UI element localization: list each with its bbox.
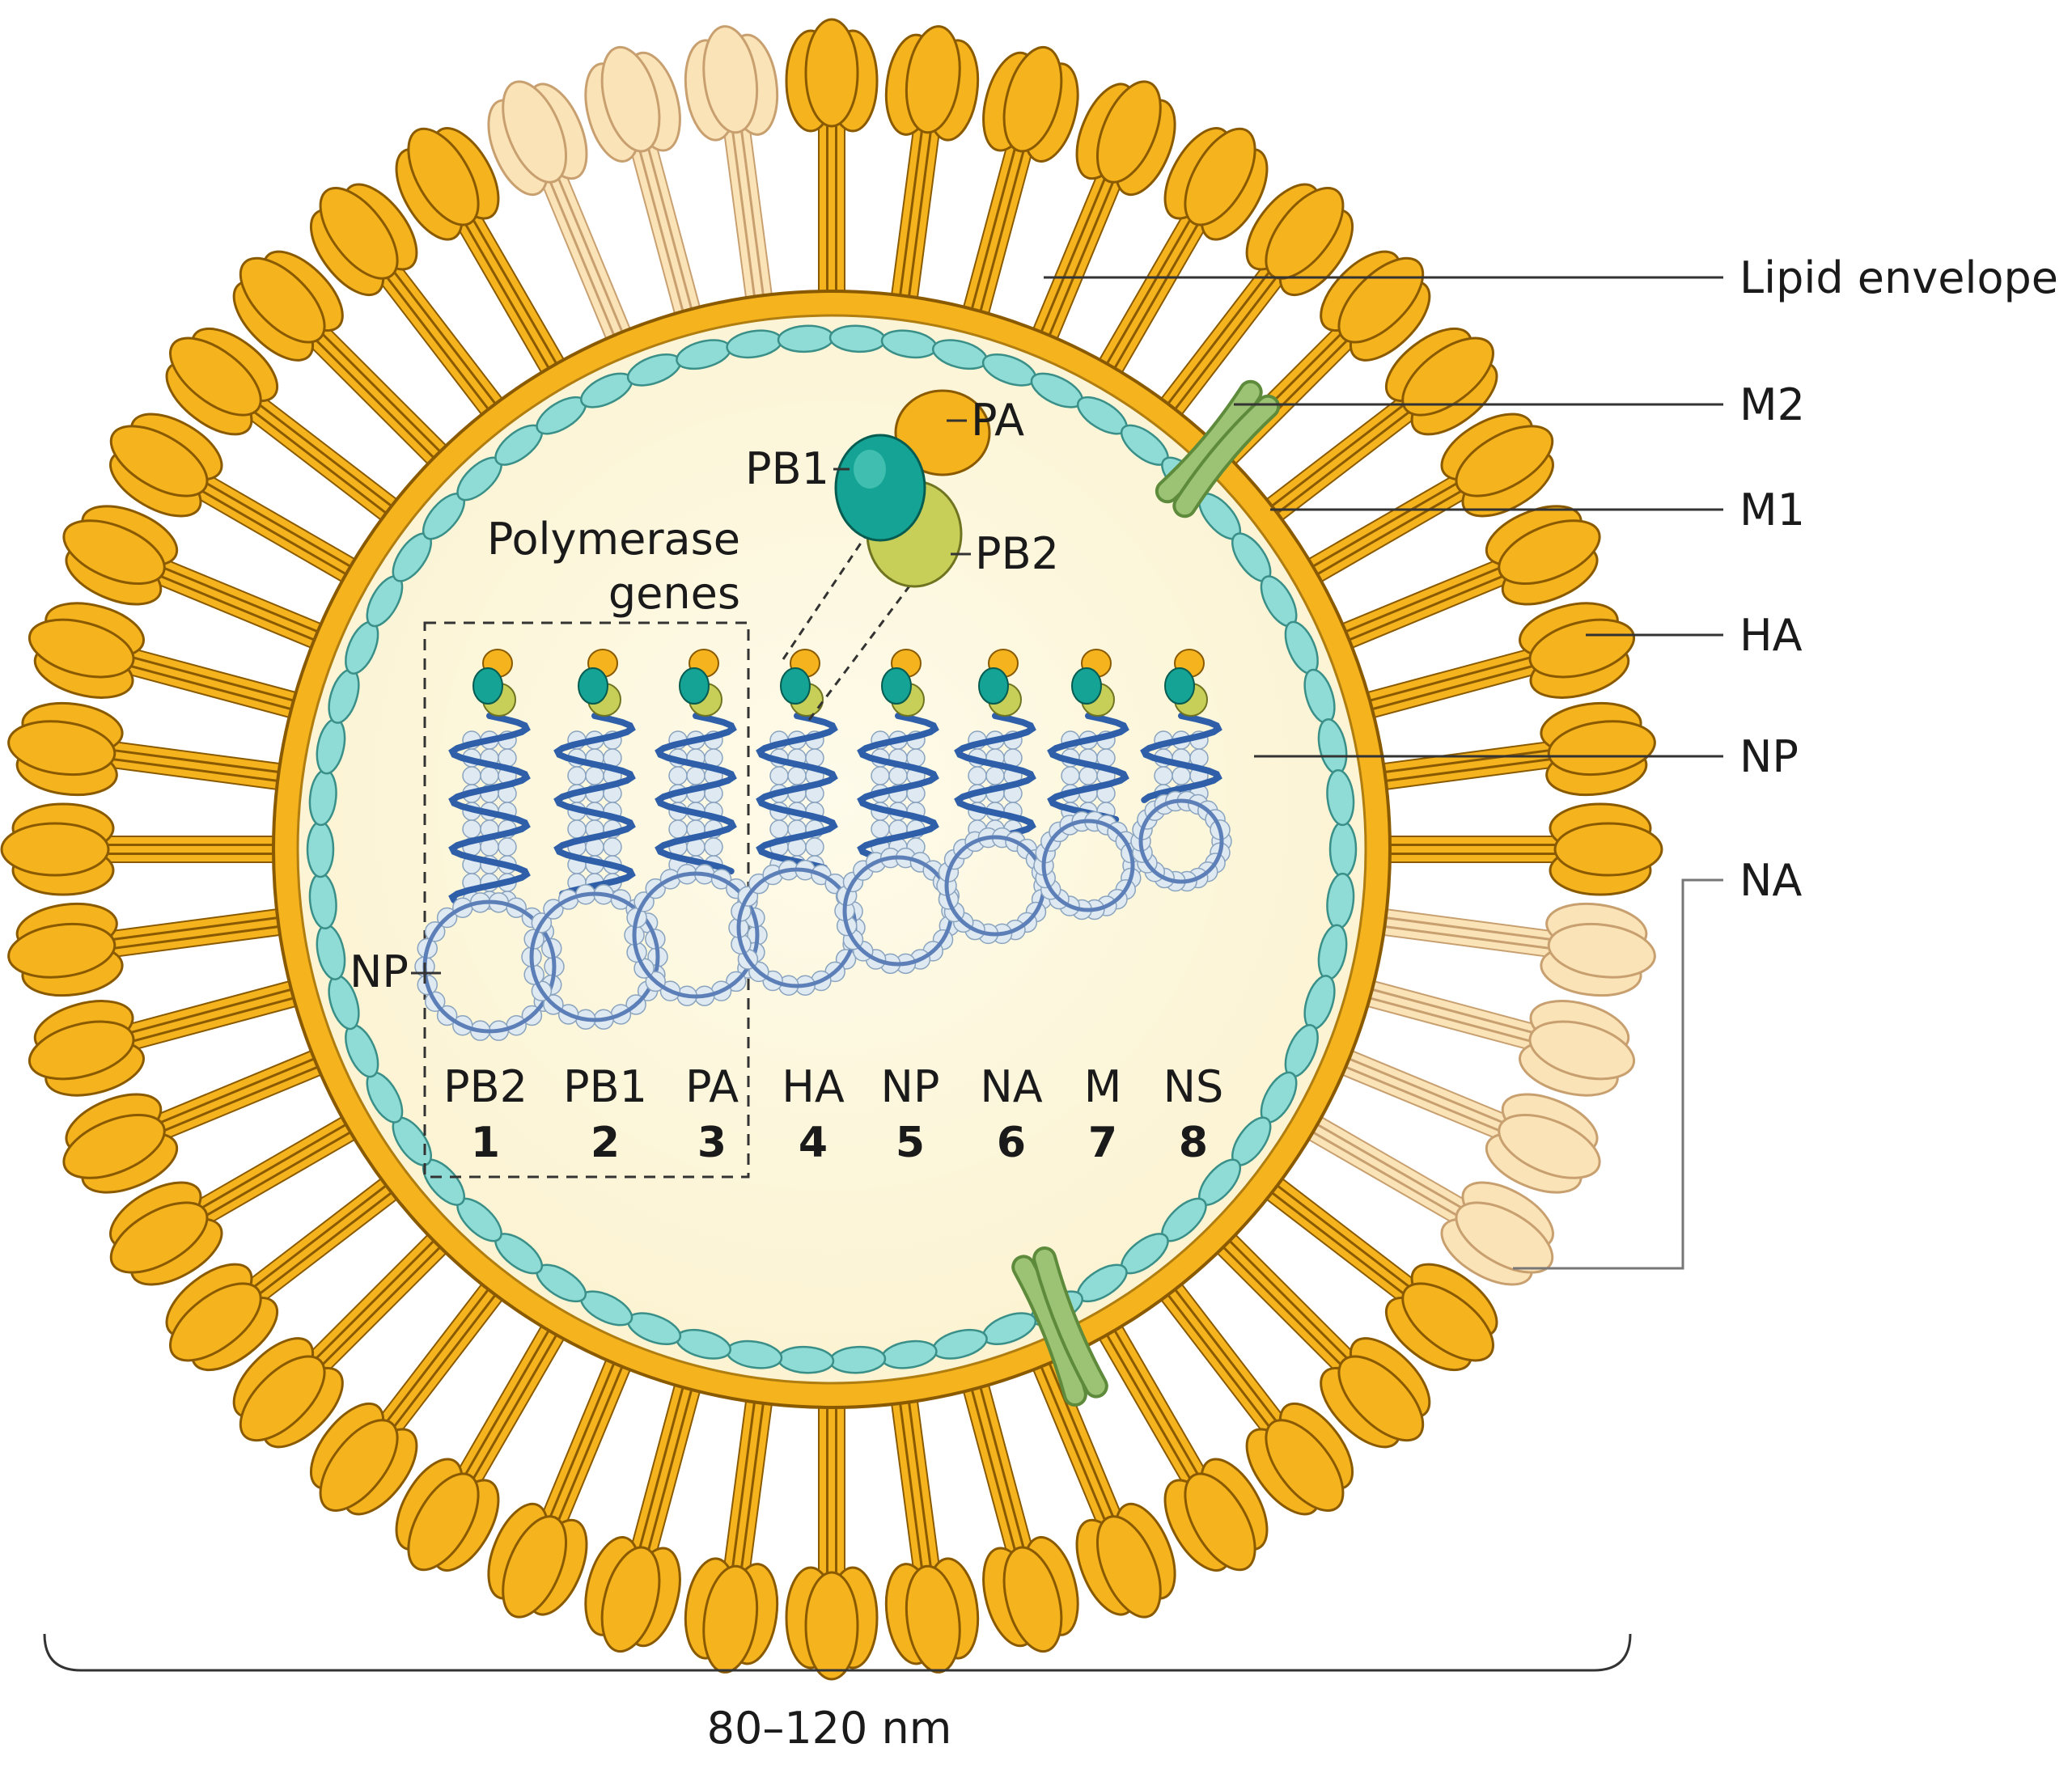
ha-spike — [232, 250, 473, 491]
segment-number-label: 5 — [896, 1119, 925, 1167]
segment-number-label: 1 — [471, 1119, 500, 1167]
ha-spike — [953, 45, 1079, 350]
segment-name-label: NP — [881, 1061, 940, 1112]
ha-spike — [165, 327, 427, 544]
ha-spike — [1307, 505, 1601, 663]
m1-label: M1 — [1739, 485, 1805, 535]
rnp-segments — [414, 649, 1232, 1041]
ha-spike — [1080, 127, 1269, 405]
np-left-label: NP — [350, 946, 409, 997]
segment-name-label: NA — [980, 1061, 1042, 1112]
m1-protein — [1328, 820, 1358, 878]
rnp-segment — [521, 649, 668, 1030]
na-spike — [1276, 1098, 1554, 1286]
ha-spike — [109, 413, 388, 601]
rnp-segment — [414, 649, 565, 1041]
ha-label: HA — [1739, 610, 1803, 661]
ha-spike — [1080, 1293, 1269, 1572]
segment-labels: PB2 1 PB1 2 PA 3 HA 4 NP 5 NA 6 M 7 NS 8 — [443, 1061, 1223, 1167]
ha-spike — [1138, 183, 1354, 445]
rnp-segment — [834, 649, 962, 975]
na-spike — [487, 80, 646, 374]
ha-spike — [0, 802, 311, 896]
segment-name-label: PA — [685, 1061, 739, 1112]
ha-spike — [785, 1370, 879, 1681]
polymerase-complex: PA PB1 PB2 — [745, 389, 1059, 721]
m1-protein — [1326, 768, 1355, 827]
ha-spike — [684, 1364, 779, 1674]
virion-interior — [296, 314, 1367, 1385]
ha-spike — [165, 1155, 427, 1372]
pa-subunit — [894, 389, 991, 476]
ha-spike — [1236, 1155, 1498, 1372]
ha-spike — [232, 1208, 473, 1449]
polymerase-label-line1: Polymerase — [487, 514, 740, 565]
m2-channel-bottom — [1011, 1246, 1108, 1407]
segment-name-label: HA — [782, 1061, 845, 1112]
ha-spike — [1018, 80, 1176, 374]
segment-number-label: 2 — [591, 1119, 620, 1167]
m1-protein — [306, 820, 335, 878]
na-spike — [1331, 971, 1636, 1097]
ha-spike — [1353, 802, 1663, 896]
rnp-segment — [1033, 649, 1143, 920]
ha-spike — [62, 1035, 356, 1194]
na-spike — [584, 45, 710, 350]
m1-matrix-layer — [306, 324, 1358, 1374]
ha-spike — [28, 602, 333, 728]
na-label: NA — [1739, 855, 1802, 906]
segment-name-label: NS — [1163, 1061, 1224, 1112]
na-spike — [1307, 1035, 1601, 1194]
ha-spike — [109, 1098, 388, 1286]
segment-number-label: 7 — [1088, 1119, 1117, 1167]
ha-spike — [1276, 413, 1554, 601]
ha-spike — [884, 25, 980, 335]
lipid-envelope-label: Lipid envelope — [1739, 252, 2058, 303]
surface-glycoproteins — [0, 18, 1663, 1681]
rnp-segment — [728, 649, 866, 997]
ha-spike — [309, 183, 526, 445]
ha-spike — [28, 971, 333, 1097]
np-label: NP — [1739, 731, 1799, 782]
segment-name-label: PB2 — [443, 1061, 528, 1112]
na-spike — [684, 25, 779, 335]
pb1-subunit — [834, 434, 926, 542]
ha-spike — [395, 127, 583, 405]
segment-number-label: 3 — [697, 1119, 727, 1167]
ha-spike — [309, 1254, 526, 1516]
rnp-segment — [1130, 649, 1232, 892]
polymerase-genes-box — [423, 621, 750, 1179]
ha-spike — [785, 18, 879, 328]
ha-spike — [7, 701, 317, 797]
segment-number-label: 4 — [799, 1119, 828, 1167]
size-bracket — [43, 1633, 1632, 1672]
segment-name-label: PB1 — [563, 1061, 647, 1112]
ha-spike — [953, 1348, 1079, 1653]
pb2-label: PB2 — [975, 528, 1059, 579]
segment-name-label: M — [1084, 1061, 1122, 1112]
m2-label: M2 — [1739, 379, 1805, 430]
ha-spike — [1331, 602, 1636, 728]
pa-label: PA — [971, 395, 1024, 446]
ha-spike — [584, 1348, 710, 1653]
segment-number-label: 6 — [997, 1119, 1026, 1167]
right-labels: Lipid envelope M2 M1 HA NP NA — [1044, 252, 2058, 1270]
ha-spike — [1236, 327, 1498, 544]
size-label: 80–120 nm — [707, 1703, 952, 1754]
polymerase-label-line2: genes — [608, 568, 740, 619]
ha-spike — [1138, 1254, 1354, 1516]
segment-number-label: 8 — [1179, 1119, 1208, 1167]
pb1-label: PB1 — [745, 443, 829, 494]
